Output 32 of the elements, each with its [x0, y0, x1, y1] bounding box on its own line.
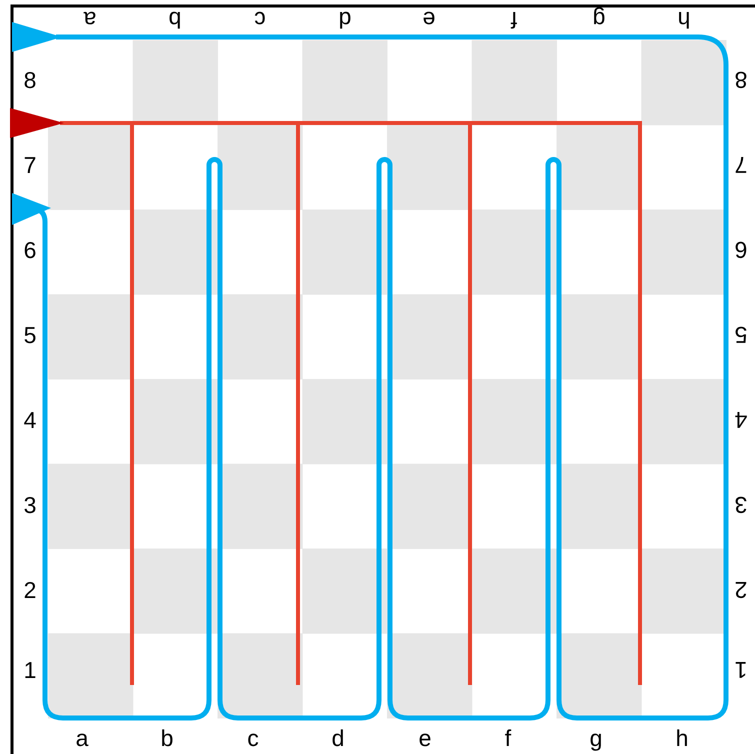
- rank-label: 4: [22, 407, 38, 433]
- rank-label: 4: [734, 407, 748, 433]
- file-label: e: [422, 7, 437, 33]
- file-label: b: [168, 7, 183, 33]
- file-label: c: [253, 7, 267, 33]
- file-label: d: [337, 7, 352, 33]
- file-label: f: [504, 725, 512, 751]
- file-label: h: [674, 725, 690, 751]
- rank-label: 5: [734, 322, 748, 348]
- rank-label: 3: [22, 492, 38, 518]
- rank-label: 1: [734, 657, 748, 683]
- rank-label: 6: [734, 237, 748, 263]
- rank-label: 2: [734, 577, 748, 603]
- file-label: b: [160, 725, 174, 751]
- rank-label: 7: [22, 152, 38, 178]
- file-label: f: [510, 7, 518, 33]
- file-label: h: [676, 7, 692, 33]
- file-label: a: [74, 725, 90, 751]
- rank-label: 2: [22, 577, 38, 603]
- rank-label: 6: [22, 237, 38, 263]
- rank-label: 7: [734, 152, 748, 178]
- file-label: d: [330, 725, 346, 751]
- rank-label: 1: [22, 657, 38, 683]
- file-label: e: [418, 725, 432, 751]
- file-label: g: [591, 7, 606, 33]
- file-label: g: [588, 725, 604, 751]
- rank-label: 8: [734, 67, 748, 93]
- rank-label: 5: [22, 322, 38, 348]
- rank-label: 3: [734, 492, 748, 518]
- file-label: a: [82, 7, 98, 33]
- rank-label: 8: [22, 67, 38, 93]
- file-label: c: [246, 725, 260, 751]
